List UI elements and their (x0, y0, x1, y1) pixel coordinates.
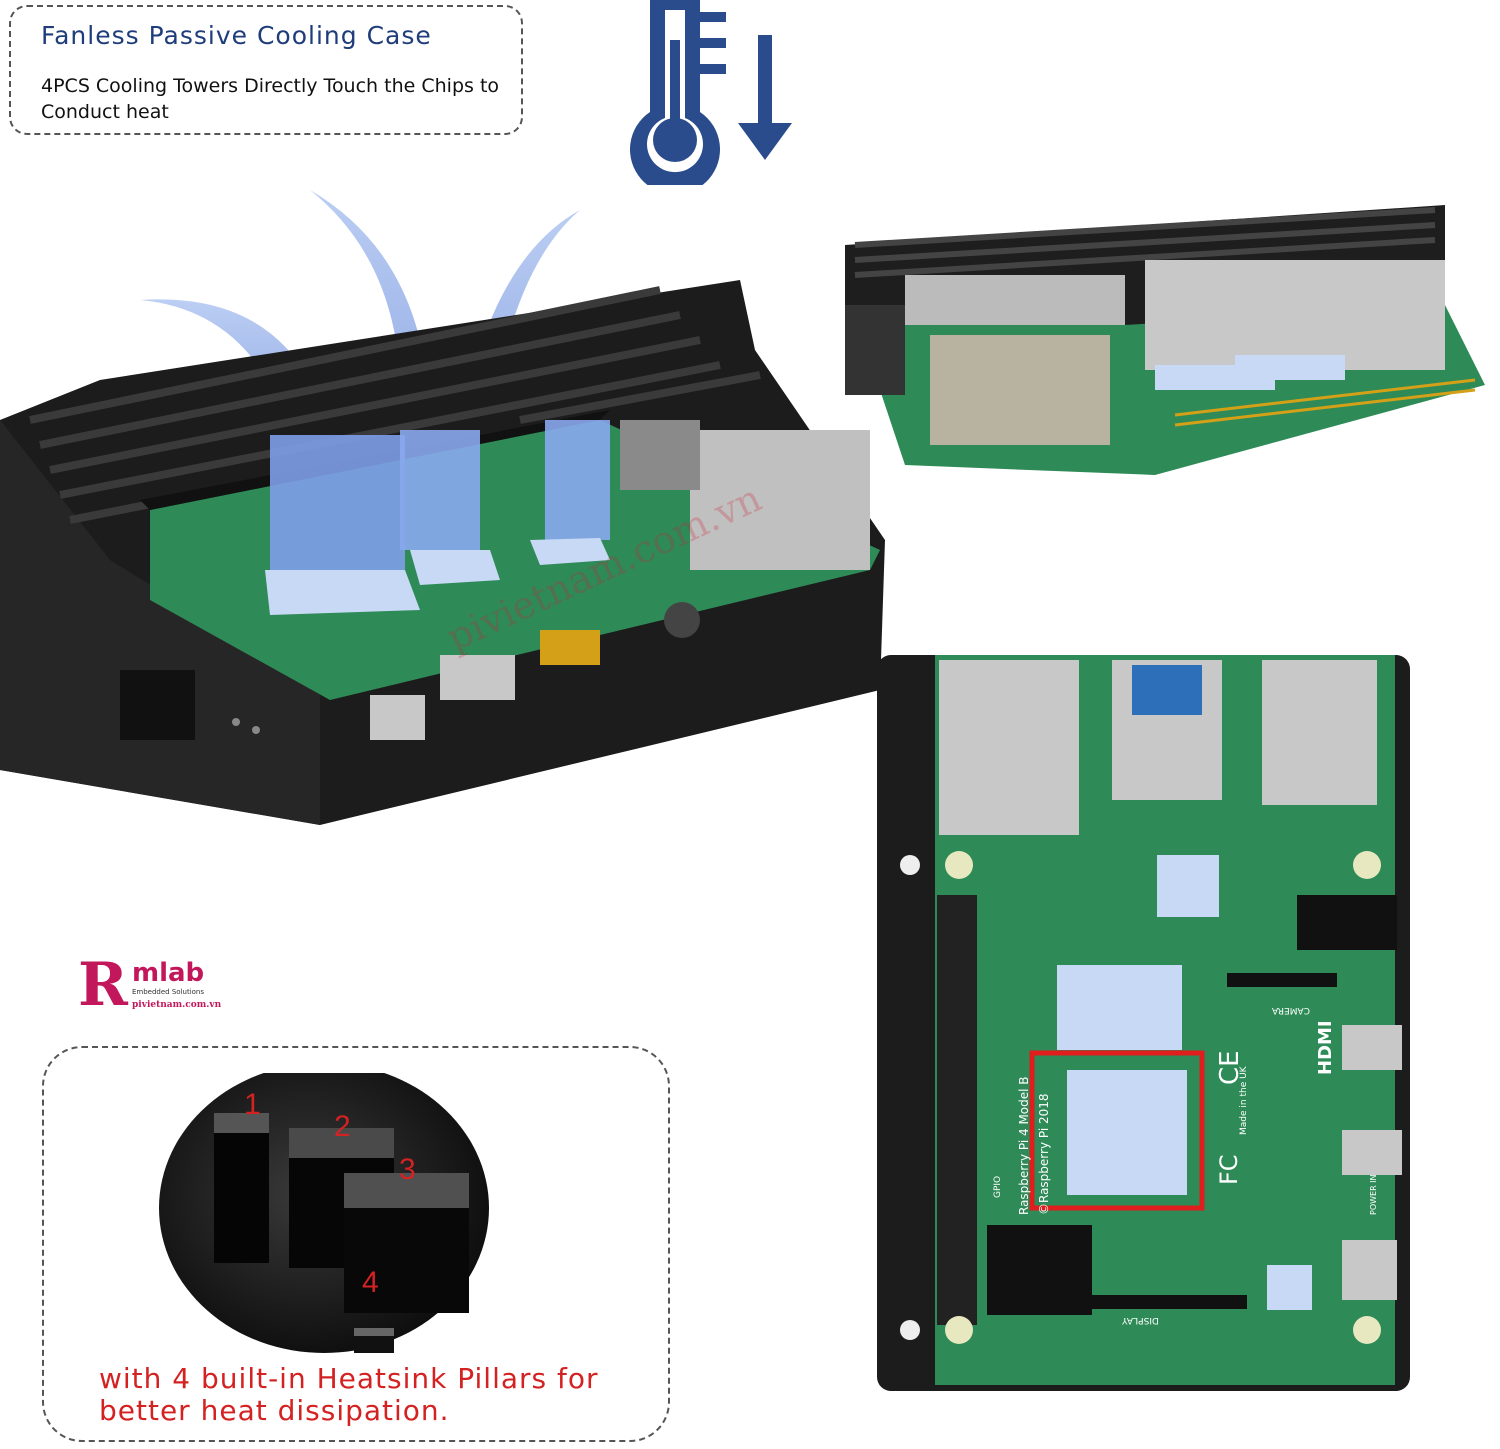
ethernet-port (939, 660, 1079, 835)
micro-hdmi-port-2 (540, 630, 600, 665)
down-arrow-icon (738, 35, 792, 160)
camera-label: CAMERA (1272, 1005, 1310, 1015)
usb2-port (1262, 660, 1377, 805)
logo-name: mlab (132, 958, 205, 988)
pillars-caption: with 4 built-in Heatsink Pillars for bet… (99, 1362, 599, 1427)
audio-jack (664, 602, 700, 638)
micro-hdmi-1 (1342, 1130, 1402, 1175)
micro-hdmi-0 (1342, 1025, 1402, 1070)
callout-body: 4PCS Cooling Towers Directly Touch the C… (41, 75, 500, 123)
ethernet-port (690, 430, 870, 570)
camera-connector (1227, 973, 1337, 987)
thermal-pad-ram (1057, 965, 1182, 1050)
top-view-case: Raspberry Pi 4 Model B ©Raspberry Pi 201… (877, 655, 1410, 1391)
hdmi-label: HDMI (1315, 1020, 1336, 1075)
ethernet-port (930, 335, 1110, 445)
usb-c-port (370, 695, 425, 740)
rmlab-logo: R mlab Embedded Solutions pivietnam.com.… (72, 950, 242, 1020)
made-in-label: Made in the UK (1239, 1066, 1249, 1135)
micro-hdmi-port-1 (440, 655, 515, 700)
intro-callout: Fanless Passive Cooling Case 4PCS Coolin… (9, 5, 523, 135)
board-copyright-label: ©Raspberry Pi 2018 (1037, 1093, 1051, 1215)
logo-letter: R (78, 950, 128, 1020)
aluminum-case-image (0, 280, 885, 825)
cooling-tower-3 (545, 420, 610, 540)
board-model-label: Raspberry Pi 4 Model B (1017, 1076, 1031, 1215)
pillar-label-2: 2 (334, 1110, 351, 1143)
power-label: POWER IN (1369, 1174, 1378, 1215)
thermal-pad-cpu (1067, 1070, 1187, 1195)
usb-c-power (1342, 1240, 1397, 1300)
fc-mark: FC (1215, 1154, 1243, 1185)
pillars-closeup-image (159, 1073, 489, 1353)
pillar-1 (214, 1113, 269, 1263)
gpio-header (937, 895, 977, 1325)
logo-url: pivietnam.com.vn (132, 1000, 222, 1010)
cooling-tower-1 (270, 435, 405, 575)
pillar-label-1: 1 (244, 1088, 261, 1121)
pillar-label-4: 4 (362, 1266, 379, 1299)
heatsink-board-image (845, 205, 1485, 475)
callout-title: Fanless Passive Cooling Case (41, 21, 432, 50)
gpio-label: GPIO (993, 1175, 1003, 1198)
audio-jack (1297, 895, 1397, 950)
thermometer-icon (630, 0, 726, 185)
display-label: DISPLAY (1122, 1315, 1159, 1325)
heatsink-block (1145, 260, 1445, 370)
pillar-label-3: 3 (399, 1153, 416, 1186)
cpu-highlight-box (1029, 1050, 1205, 1211)
logo-tagline: Embedded Solutions (132, 988, 205, 996)
display-connector (1067, 1295, 1247, 1309)
pillars-callout: 1 2 3 4 with 4 built-in Heatsink Pillars… (42, 1046, 670, 1442)
thermal-pad-usb-chip (1157, 855, 1219, 917)
cooling-tower-2 (400, 430, 480, 550)
